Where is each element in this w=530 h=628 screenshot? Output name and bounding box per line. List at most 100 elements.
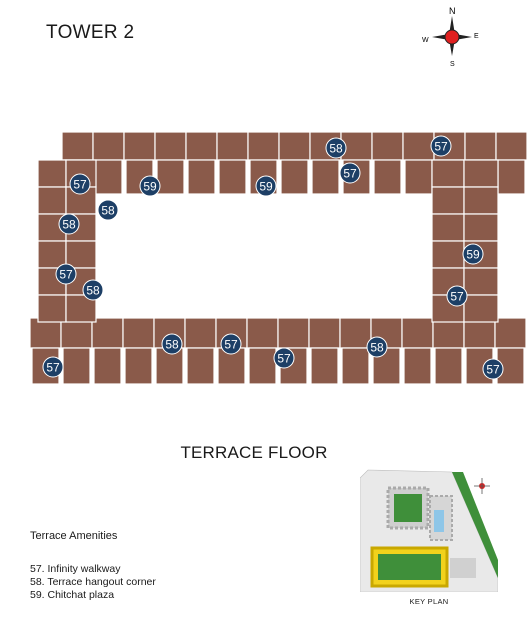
amenity-badge-label: 58 [62,218,76,232]
apartment-unit [62,347,91,385]
compass-south: S [450,61,455,68]
amenity-badge-label: 57 [343,167,357,181]
apartment-unit [122,317,155,349]
amenity-badge-label: 57 [46,361,60,375]
apartment-unit [29,317,62,349]
apartment-unit [431,213,465,242]
apartment-unit [123,131,156,161]
amenity-badge-label: 57 [434,140,448,154]
amenity-badge-label: 57 [73,178,87,192]
amenity-badge: 57 [69,173,91,195]
apartment-unit [310,347,339,385]
apartment-unit [184,317,217,349]
amenity-badge: 57 [339,162,361,184]
tower-title: TOWER 2 [46,22,135,43]
amenity-badge-label: 57 [224,338,238,352]
floor-title: TERRACE FLOOR [180,443,328,462]
amenity-badge-label: 59 [466,248,480,262]
amenity-badge-label: 57 [59,268,73,282]
apartment-unit [92,131,125,161]
amenity-badge: 59 [255,175,277,197]
apartment-unit [311,159,340,195]
apartment-unit [494,317,527,349]
compass-icon: N E S W [422,6,479,68]
apartment-unit [463,294,499,323]
apartment-unit [463,186,499,215]
amenity-item: 58. Terrace hangout corner [30,576,156,588]
apartment-unit [463,267,499,296]
amenity-badge: 57 [220,333,242,355]
amenities-heading: Terrace Amenities [30,530,118,542]
amenity-badge: 59 [139,175,161,197]
amenity-badge-label: 59 [143,180,157,194]
amenity-badge-label: 58 [165,338,179,352]
amenity-badge-label: 58 [101,204,115,218]
amenity-badge: 58 [82,279,104,301]
amenity-badge: 58 [161,333,183,355]
amenity-badge: 58 [97,199,119,221]
amenity-badge: 58 [325,137,347,159]
amenity-badge: 57 [446,285,468,307]
apartment-unit [156,159,185,195]
amenity-item: 57. Infinity walkway [30,563,121,575]
apartment-unit [431,186,465,215]
amenity-badge-label: 58 [370,341,384,355]
apartment-unit [91,317,124,349]
amenity-badge-label: 58 [329,142,343,156]
apartment-unit [402,131,435,161]
amenities-list: 57. Infinity walkway 58. Terrace hangout… [30,563,156,602]
compass-north: N [449,6,456,16]
amenity-badge: 58 [58,213,80,235]
apartment-unit [341,347,370,385]
key-plan-label: KEY PLAN [409,597,449,606]
apartment-unit [187,159,216,195]
apartment-unit [280,159,309,195]
apartment-unit [497,159,526,195]
apartment-unit [37,240,67,269]
apartment-unit [65,240,97,269]
apartment-unit [373,159,402,195]
apartment-unit [185,131,218,161]
apartment-unit [247,131,280,161]
key-plan-map [360,469,498,592]
apartment-unit [401,317,434,349]
amenity-badge: 57 [273,347,295,369]
apartment-unit [246,317,279,349]
apartment-unit [308,317,341,349]
apartment-unit [464,131,497,161]
compass-west: W [422,37,429,44]
amenity-badge: 57 [55,263,77,285]
apartment-unit [404,159,433,195]
apartment-unit [37,294,67,323]
apartment-unit [186,347,215,385]
amenity-badge: 57 [482,358,504,380]
apartment-unit [124,347,153,385]
apartment-unit [371,131,404,161]
apartment-unit [61,131,94,161]
apartment-unit [278,131,311,161]
apartment-unit [216,131,249,161]
amenity-badge: 57 [42,356,64,378]
amenity-badge-label: 59 [259,180,273,194]
apartment-unit [94,159,123,195]
amenity-badge-label: 57 [486,363,500,377]
apartment-unit [463,159,499,188]
apartment-unit [403,347,432,385]
apartment-unit [93,347,122,385]
apartment-unit [218,159,247,195]
apartment-unit [37,159,67,188]
apartment-unit [154,131,187,161]
amenity-badge-label: 58 [86,284,100,298]
amenity-badge-label: 57 [450,290,464,304]
compass-east: E [474,33,479,40]
amenity-badge: 59 [462,243,484,265]
open-courtyard [118,196,428,314]
apartment-unit [431,240,465,269]
apartment-unit [434,347,463,385]
apartment-unit [37,186,67,215]
amenity-badge: 58 [366,336,388,358]
apartment-unit [495,131,528,161]
apartment-unit [248,347,277,385]
apartment-unit [431,159,465,188]
